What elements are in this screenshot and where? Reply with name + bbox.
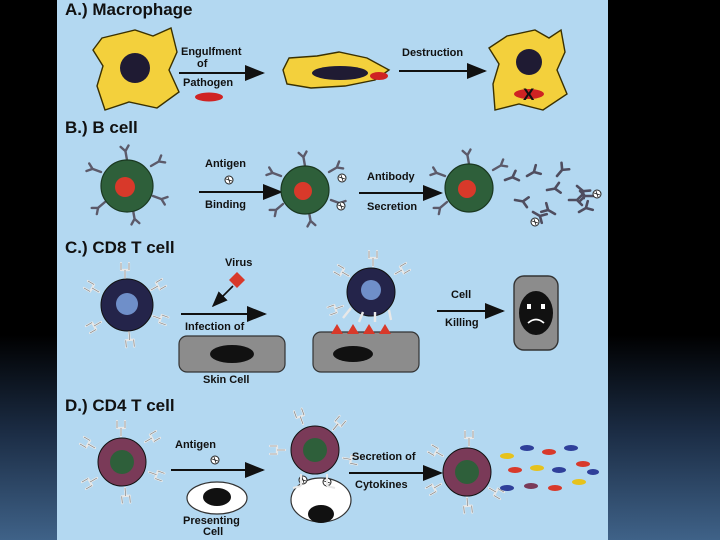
- antigen-label-b: Antigen: [205, 158, 246, 170]
- of-label: of: [197, 58, 208, 70]
- pathogen: [195, 92, 223, 102]
- skin-cell-label: Skin Cell: [203, 374, 249, 386]
- virus-arrow: [211, 285, 234, 308]
- antibody-label: Antibody: [367, 171, 416, 183]
- macrophage-nucleus: [120, 53, 150, 83]
- virus-icon: [229, 272, 245, 288]
- immune-cells-diagram: A.) Macrophage Engulfment of Pathogen De…: [65, 0, 602, 538]
- section-a-title: A.) Macrophage: [65, 0, 193, 19]
- cd8-t-cell-attacking: [326, 249, 412, 323]
- infected-skin-cell: [312, 324, 420, 373]
- cd4-t-cell: [78, 419, 166, 505]
- presenting-cell-label: Cell: [203, 526, 223, 538]
- secretion-label: Secretion: [367, 201, 417, 213]
- antigen-icon-d: [210, 455, 220, 465]
- section-c-title: C.) CD8 T cell: [65, 238, 175, 257]
- infection-label: Infection of: [185, 321, 245, 333]
- cytokines-label: Cytokines: [355, 479, 408, 491]
- killing-label: Killing: [445, 317, 479, 329]
- macrophage-after-nucleus: [516, 49, 542, 75]
- destroyed-pathogen: [514, 89, 544, 99]
- cd4-t-cell-activated: [268, 407, 360, 523]
- presenting-cell-nucleus: [203, 488, 231, 506]
- secreted-antibodies: [501, 161, 602, 227]
- dead-cell: [513, 275, 559, 351]
- engulfment-label: Engulfment: [181, 46, 242, 58]
- skin-cell-nucleus: [210, 345, 254, 363]
- b-cell: [85, 144, 169, 226]
- cell-label: Cell: [451, 289, 471, 301]
- secretion-of-label: Secretion of: [352, 451, 416, 463]
- engulfing-nucleus: [312, 66, 368, 80]
- destroyed-mark: X: [523, 85, 535, 104]
- b-cell-secreting: [429, 148, 509, 216]
- diagram-panel: A.) Macrophage Engulfment of Pathogen De…: [57, 0, 608, 540]
- pathogen-label: Pathogen: [183, 77, 233, 89]
- b-cell-bound: [265, 150, 347, 228]
- section-d-title: D.) CD4 T cell: [65, 396, 175, 415]
- destruction-label: Destruction: [402, 47, 463, 59]
- virus-label: Virus: [225, 257, 252, 269]
- antigen-label-d: Antigen: [175, 439, 216, 451]
- pathogen-being-engulfed: [370, 72, 388, 80]
- antigen-icon-b: [224, 175, 234, 185]
- cd8-t-cell: [82, 261, 170, 349]
- section-b-title: B.) B cell: [65, 118, 138, 137]
- cytokines: [500, 445, 599, 491]
- cd4-t-cell-secreting: [424, 429, 506, 515]
- presenting-label: Presenting: [183, 515, 240, 527]
- binding-label: Binding: [205, 199, 246, 211]
